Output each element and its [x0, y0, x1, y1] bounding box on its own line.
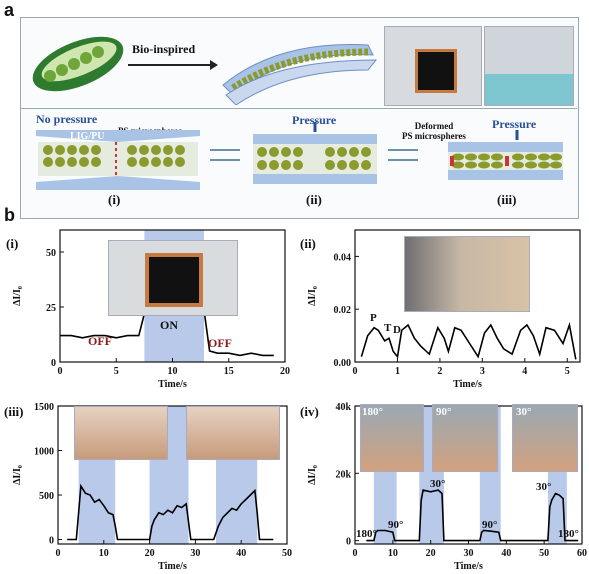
b-ii-xtick-label-0: 0: [353, 366, 358, 377]
b-ii-xtick-label-2: 2: [437, 366, 442, 377]
b-ii-ytick-label-1: 0.02: [334, 305, 352, 316]
divider-line: [20, 108, 577, 109]
b-iii-ylabel: ΔI/I₀: [12, 465, 23, 485]
b-i-xtick-label-1: 5: [114, 366, 119, 377]
b-iii-inset-photo-2: [186, 406, 280, 460]
b-iv-ylabel: ΔI/I₀: [307, 465, 318, 485]
b-i-xtick-label-4: 20: [280, 366, 290, 377]
b-ii-inset-photo: [404, 236, 530, 312]
b-iv-tag: (iv): [300, 404, 319, 419]
angle-label-4: 90°: [482, 519, 498, 531]
angle-label-3: 30°: [430, 478, 446, 490]
b-iv-series-line: [366, 489, 579, 542]
state-on: ON: [160, 318, 178, 332]
peak-d-label: D: [393, 324, 401, 336]
b-iv-inset-photo-2: [432, 404, 498, 472]
b-iii-inset-photo-1: [74, 406, 168, 460]
b-i-ytick-label-1: 25: [46, 303, 56, 314]
b-iii-xtick-label-5: 50: [282, 548, 292, 559]
b-i-inset-photo: [108, 240, 238, 316]
stage-ii-diagram: [253, 122, 377, 184]
b-ii-ytick-label-0: 0.00: [334, 358, 352, 369]
b-iii-axes-frame: [57, 405, 288, 545]
b-iv-xtick-label-1: 10: [388, 548, 398, 559]
b-iii-xtick-label-1: 10: [99, 548, 109, 559]
b-iii-xtick-label-3: 30: [190, 548, 200, 559]
b-ii-axes-frame: [354, 229, 581, 363]
sensor-sketch: [222, 44, 378, 105]
b-iv-ytick-label-2: 40k: [335, 402, 351, 413]
b-ii-xlabel: Time/s: [453, 379, 482, 390]
angle-label-6: 180°: [558, 528, 579, 540]
pea-pod-image: [32, 36, 124, 92]
b-i-ytick-label-0: 0: [51, 358, 56, 369]
b-iv-xtick-label-6: 60: [577, 548, 587, 559]
sensor-photo: [384, 26, 482, 106]
state-off-1: OFF: [88, 334, 112, 348]
b-iv-ytick-label-0: 0: [346, 537, 351, 548]
b-iv-xtick-label-2: 20: [426, 548, 436, 559]
b-iii-ytick-label-3: 1500: [34, 402, 54, 413]
angle-label-2: 90°: [388, 519, 404, 531]
b-iii-xlabel: Time/s: [158, 561, 187, 572]
stage-iii-diagram: [448, 130, 563, 180]
no-pressure-label: No pressure: [36, 112, 98, 126]
b-iii-ytick-label-1: 500: [39, 491, 54, 502]
stage-i-diagram: [36, 130, 200, 190]
b-iv-photo-label-3: 30°: [516, 406, 532, 418]
b-iv-xlabel: Time/s: [454, 561, 483, 572]
b-ii-xtick-label-1: 1: [395, 366, 400, 377]
b-i-ylabel: ΔI/I₀: [12, 286, 23, 306]
b-iii-tag: (iii): [4, 404, 24, 419]
b-iv-xtick-label-3: 30: [464, 548, 474, 559]
b-iii-ytick-label-2: 1000: [34, 447, 54, 458]
angle-label-5: 30°: [536, 481, 552, 493]
state-off-2: OFF: [208, 336, 232, 350]
b-iv-xtick-label-0: 0: [353, 548, 358, 559]
panel-a-letter: a: [4, 0, 15, 20]
b-iv-photo-label-1: 180°: [362, 406, 383, 418]
b-iii-ytick-label-0: 0: [49, 536, 54, 547]
b-i-xtick-label-0: 0: [58, 366, 63, 377]
b-iv-ytick-label-1: 20k: [335, 469, 351, 480]
b-iii-xtick-label-2: 20: [145, 548, 155, 559]
b-ii-xtick-label-4: 4: [522, 366, 527, 377]
b-iii-xtick-label-0: 0: [56, 548, 61, 559]
peak-p-label: P: [370, 312, 377, 324]
stage-i-label: (i): [108, 192, 121, 207]
angle-label-1: 180°: [356, 528, 377, 540]
bio-inspired-label: Bio-inspired: [132, 42, 196, 56]
deformed-ps-label: Deformed PS microspheres: [402, 121, 466, 141]
lig-pu-label: LIG/PU: [70, 131, 105, 142]
stage-iii-label: (iii): [497, 192, 517, 207]
pressure-label-iii: Pressure: [492, 117, 537, 131]
b-iv-inset-photo-3: [512, 404, 578, 472]
bio-arrow: [128, 60, 218, 70]
b-i-tag: (i): [6, 236, 19, 251]
b-i-xtick-label-2: 10: [168, 366, 178, 377]
b-ii-ytick-label-2: 0.04: [334, 252, 352, 263]
flexible-sensor-photo: [484, 26, 574, 106]
peak-t-label: T: [384, 322, 392, 334]
b-iv-inset-photo-1: [360, 404, 424, 472]
b-i-ytick-label-2: 50: [46, 248, 56, 259]
b-ii-tag: (ii): [300, 236, 316, 251]
stage-ii-label: (ii): [306, 192, 322, 207]
panel-b-letter: b: [4, 205, 15, 225]
b-iii-series-line: [67, 483, 274, 541]
b-i-xtick-label-3: 15: [224, 366, 234, 377]
b-ii-ylabel: ΔI/I₀: [307, 286, 318, 306]
b-iii-xtick-label-4: 40: [236, 548, 246, 559]
b-ii-xtick-label-5: 5: [565, 366, 570, 377]
pressure-stages-diagram: [36, 122, 563, 190]
pressure-label-ii: Pressure: [292, 113, 337, 127]
b-iv-xtick-label-4: 40: [501, 548, 511, 559]
b-iv-photo-label-2: 90°: [436, 406, 452, 418]
b-i-xlabel: Time/s: [158, 379, 187, 390]
b-ii-series-line: [360, 321, 577, 360]
b-ii-xtick-label-3: 3: [480, 366, 485, 377]
b-iv-xtick-label-5: 50: [539, 548, 549, 559]
